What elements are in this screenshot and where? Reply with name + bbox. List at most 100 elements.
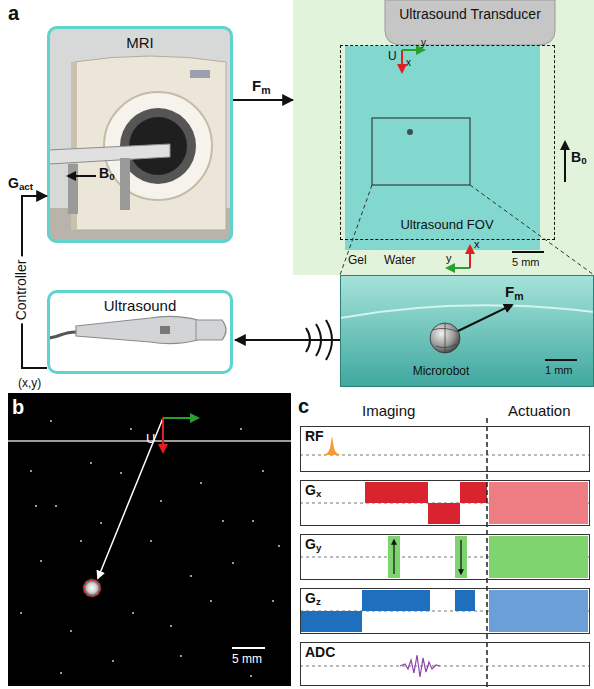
symbol-base: B [99, 165, 109, 181]
signal-name: ADC [305, 645, 335, 660]
symbol-subscript: m [261, 84, 270, 96]
ultrasound-image [8, 393, 291, 686]
microrobot-pattern [432, 323, 458, 353]
sequence-row: ADC [300, 642, 590, 686]
signal-name: Gx [305, 483, 321, 500]
symbol-subscript: m [514, 290, 523, 302]
axis-name: y [421, 37, 426, 48]
gradient-lobe [301, 611, 362, 632]
signal-name: Gz [305, 591, 321, 608]
baseline [300, 455, 590, 666]
symbol-base: G [305, 590, 316, 606]
region-label: Ultrasound FOV [341, 218, 553, 232]
room-background [47, 26, 233, 243]
scanner-panel: MRI [47, 26, 233, 243]
panel-title: Ultrasound [50, 298, 230, 315]
ultrasound-waves [306, 320, 332, 360]
axis-name: U [388, 50, 397, 63]
symbol-subscript: 0 [109, 171, 114, 182]
symbol-subscript: act [19, 181, 33, 192]
tracking-circle [84, 580, 100, 596]
phase-title: Actuation [508, 403, 571, 420]
gradient-lobe [460, 482, 487, 503]
connector-arrow [235, 339, 340, 341]
symbol-base: F [505, 283, 514, 300]
patient-table [49, 144, 170, 164]
phase-arrow [394, 540, 461, 574]
transducer-shape [385, 0, 555, 45]
scale-label: 1 mm [545, 364, 573, 376]
axis-y [402, 49, 424, 51]
scale-bar [512, 251, 544, 253]
signal-name: Gy [305, 537, 321, 554]
scale-label: 5 mm [232, 653, 262, 666]
experiment-scene: Ultrasound TransducerUltrasound FOV Micro… [293, 0, 594, 388]
device-label: Ultrasound Transducer [385, 7, 555, 22]
actuation-gradient [489, 590, 588, 632]
gradient-lobe [428, 503, 460, 524]
zoom-lines [340, 185, 594, 275]
axis-x [162, 418, 164, 452]
speckle [20, 420, 280, 677]
rf-pulse [322, 436, 342, 455]
panel-letter: a [8, 2, 19, 24]
symbol-base: F [252, 77, 261, 94]
symbol-subscript: x [316, 488, 321, 499]
scale-bar [545, 359, 577, 361]
symbol-base: G [8, 175, 19, 191]
sequence-row: Gz [300, 588, 590, 634]
ultrasound-panel: Ultrasound [47, 290, 233, 374]
connector-arrow [233, 99, 293, 101]
water-surface [340, 305, 594, 318]
actuation-gradient [489, 482, 588, 524]
force-arrow [458, 305, 512, 331]
zoom-region [372, 118, 470, 185]
symbol-base: G [305, 482, 316, 498]
field-label: B0 [99, 166, 115, 183]
scanner-badge [190, 70, 210, 78]
axis-name: y [446, 252, 452, 264]
connector-label-vertical: Controller [14, 257, 29, 324]
symbol-subscript: z [316, 596, 321, 607]
phase-title: Imaging [362, 403, 415, 420]
probe-mark [160, 326, 170, 334]
sequence-row: RF [300, 426, 590, 472]
axis-name: x [474, 238, 480, 250]
scale-label: 5 mm [512, 256, 540, 268]
axis-x [401, 50, 403, 72]
microrobot-sphere [430, 323, 460, 353]
gel-background [293, 0, 594, 275]
sequence-row: Gx [300, 480, 590, 526]
probe-cable [47, 332, 76, 338]
axis-y [163, 417, 198, 419]
material-label: Gel [348, 254, 367, 267]
scanner-body [74, 56, 226, 230]
connector-label: Fm [252, 78, 271, 96]
signal-name: Gact [8, 176, 33, 193]
inset-background [340, 275, 594, 387]
ultrasound-probe [76, 316, 226, 343]
gradient-lobe [362, 590, 430, 611]
phase-divider [486, 418, 488, 689]
axis-x [469, 246, 471, 268]
robot-dot [407, 129, 413, 135]
field-arrow [564, 142, 566, 182]
probe-seam [196, 320, 197, 340]
axis-name: x [406, 57, 411, 68]
coordinate-label: (x,y) [18, 377, 41, 390]
panel-title: MRI [50, 35, 230, 52]
symbol-base: G [305, 536, 316, 552]
material-label: Water [384, 254, 416, 267]
signal-name: RF [305, 429, 324, 444]
mri-photo [47, 26, 233, 243]
part-label: Microrobot [386, 365, 496, 378]
table-leg [68, 164, 78, 214]
gradient-lobe [455, 590, 475, 611]
axis-name: U [146, 432, 155, 446]
field-of-view: Ultrasound FOV [340, 45, 555, 240]
adc-signal [400, 655, 440, 677]
